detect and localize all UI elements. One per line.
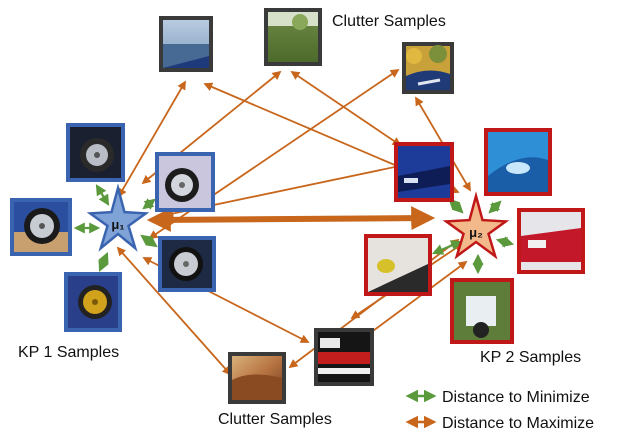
kp2-sample-scooter — [450, 278, 514, 344]
mu2-label: μ₂ — [469, 225, 483, 240]
arrow-kp2-headlight — [431, 240, 463, 255]
kp2-sample-headlight — [364, 234, 432, 296]
arrow-kp2-red-car — [495, 236, 515, 248]
legend-maximize-label: Distance to Maximize — [442, 415, 594, 432]
kp2-sample-red-car — [517, 208, 585, 274]
legend-minimize-label: Distance to Minimize — [442, 389, 590, 406]
kp1-sample-gold-wheel — [64, 272, 122, 332]
arrow-kp1-wheel-right-bottom — [140, 234, 158, 248]
kp1-sample-top — [66, 123, 125, 182]
kp1-label: KP 1 Samples — [18, 344, 119, 361]
arrow-kp1-wheel-bottom — [98, 251, 109, 273]
clutter-sample-sea — [159, 16, 213, 72]
kp1-sample-right-top — [155, 152, 215, 212]
arrow-kp2-blue-detail — [488, 200, 502, 214]
clutter-sample-rock — [228, 352, 286, 404]
kp2-sample-blue-detail — [484, 128, 552, 196]
kp1-sample-left — [10, 198, 72, 256]
arrow-clutter-grass-to-kp2 — [290, 70, 402, 147]
kp2-sample-blue-front — [394, 142, 454, 202]
clutter-bottom-label: Clutter Samples — [218, 411, 332, 428]
minimize-arrows — [73, 184, 515, 275]
clutter-top-label: Clutter Samples — [332, 13, 446, 30]
clutter-sample-grass — [264, 8, 322, 66]
arrow-clutter-redwhite-to-kp2 — [356, 260, 468, 344]
mu1-star-icon — [86, 183, 150, 252]
kp2-label: KP 2 Samples — [480, 349, 581, 366]
arrow-mu1-to-mu2 — [146, 206, 436, 232]
mu2-star-icon — [442, 191, 510, 260]
mu1-label: μ₁ — [111, 217, 124, 232]
arrow-mu1-to-clutter-rock — [116, 246, 232, 376]
arrow-kp1-wheel-right-top — [142, 198, 156, 210]
arrow-kp1-wheel-top — [95, 184, 110, 206]
clutter-sample-red-white-car — [314, 328, 374, 386]
legend: Distance to Minimize Distance to Maximiz… — [405, 389, 594, 432]
kp1-sample-right-bottom — [158, 236, 216, 292]
clutter-sample-autumn-car — [402, 42, 454, 94]
